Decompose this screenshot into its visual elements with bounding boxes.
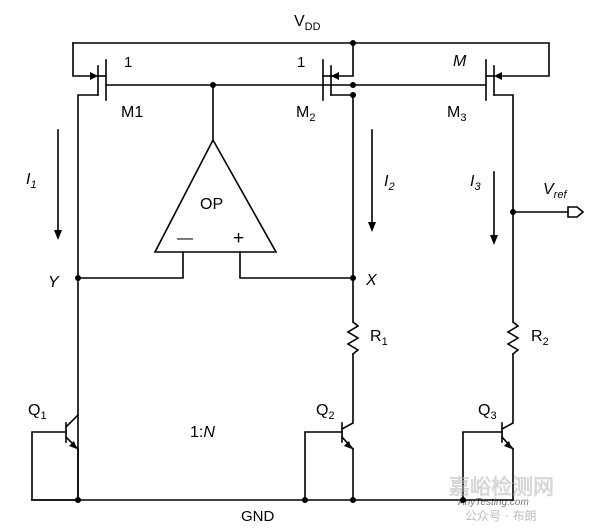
m2-transistor bbox=[322, 59, 332, 101]
junction-node-x bbox=[350, 275, 356, 281]
opamp-minus-wire bbox=[77, 251, 184, 279]
watermark: 嘉峪检测网 AnyTesting.com 公众号 · 布朗 bbox=[449, 475, 554, 523]
q2-transistor bbox=[304, 422, 355, 501]
q3-emitter-arrow bbox=[504, 441, 512, 449]
opamp-minus-label: — bbox=[177, 230, 193, 247]
r1-resistor bbox=[346, 320, 360, 356]
m2-name-label: M2 bbox=[296, 104, 315, 124]
ground-label: GND bbox=[241, 508, 275, 525]
q1-emitter-arrow bbox=[69, 441, 77, 449]
i3-arrow-head bbox=[490, 235, 498, 245]
m1-ratio-label: 1 bbox=[124, 54, 132, 71]
m1-source-arrow bbox=[90, 72, 98, 80]
r1-label: R1 bbox=[370, 328, 388, 348]
q1-label: Q1 bbox=[28, 402, 47, 422]
m2-drain-wire bbox=[330, 94, 354, 323]
i2-arrow-head bbox=[368, 222, 376, 232]
opamp-label: OP bbox=[200, 196, 223, 213]
vdd-rail bbox=[72, 42, 550, 77]
junction-ground-q1 bbox=[75, 497, 81, 503]
r2-resistor bbox=[506, 320, 520, 356]
m2-source-arrow bbox=[331, 72, 339, 80]
m1-drain-wire bbox=[77, 94, 99, 501]
q1-transistor bbox=[31, 413, 80, 501]
r2-label: R2 bbox=[531, 328, 549, 348]
watermark-wechat: 公众号 · 布朗 bbox=[465, 509, 536, 523]
junction-ground-q3 bbox=[460, 497, 466, 503]
watermark-url: AnyTesting.com bbox=[457, 497, 529, 508]
m1-name-label: M1 bbox=[121, 104, 143, 121]
opamp-triangle bbox=[153, 138, 278, 253]
i1-label: I1 bbox=[26, 171, 37, 191]
junction-vref bbox=[510, 209, 516, 215]
vref-output-terminal bbox=[567, 206, 585, 218]
m2-ratio-label: 1 bbox=[297, 54, 305, 71]
i3-label: I3 bbox=[470, 173, 481, 193]
junction-node-y bbox=[75, 275, 81, 281]
junction-gate-m3 bbox=[350, 82, 356, 88]
vref-label: Vref bbox=[543, 181, 567, 201]
q2-label: Q2 bbox=[316, 402, 335, 422]
junction-vdd bbox=[350, 40, 356, 46]
m1-source-wire bbox=[72, 42, 99, 77]
q2-emitter-arrow bbox=[344, 441, 352, 449]
m3-source-arrow bbox=[494, 72, 502, 80]
m3-transistor bbox=[485, 59, 495, 101]
m3-ratio-label: M bbox=[453, 53, 467, 70]
q-area-ratio-label: 1:N bbox=[190, 424, 215, 441]
watermark-main: 嘉峪检测网 bbox=[449, 475, 554, 499]
node-y-label: Y bbox=[48, 274, 60, 291]
m2-source-wire bbox=[330, 42, 354, 77]
q3-label: Q3 bbox=[478, 402, 497, 422]
m3-drain-wire bbox=[493, 94, 514, 323]
m1-transistor bbox=[97, 59, 107, 101]
opamp-plus-wire bbox=[239, 251, 354, 279]
r1-to-q2-wire bbox=[340, 353, 354, 431]
i2-label: I2 bbox=[384, 173, 395, 193]
junction-ground-q2a bbox=[302, 497, 308, 503]
junction-m2-drain bbox=[350, 92, 356, 98]
m3-name-label: M3 bbox=[447, 104, 466, 124]
i1-arrow-head bbox=[54, 230, 62, 240]
node-x-label: X bbox=[365, 272, 378, 289]
opamp-plus-label: + bbox=[233, 228, 244, 249]
junction-gate-op bbox=[210, 82, 216, 88]
r2-to-q3-wire bbox=[500, 353, 514, 431]
vdd-label: VDD bbox=[294, 13, 321, 33]
junction-ground-q2b bbox=[350, 497, 356, 503]
